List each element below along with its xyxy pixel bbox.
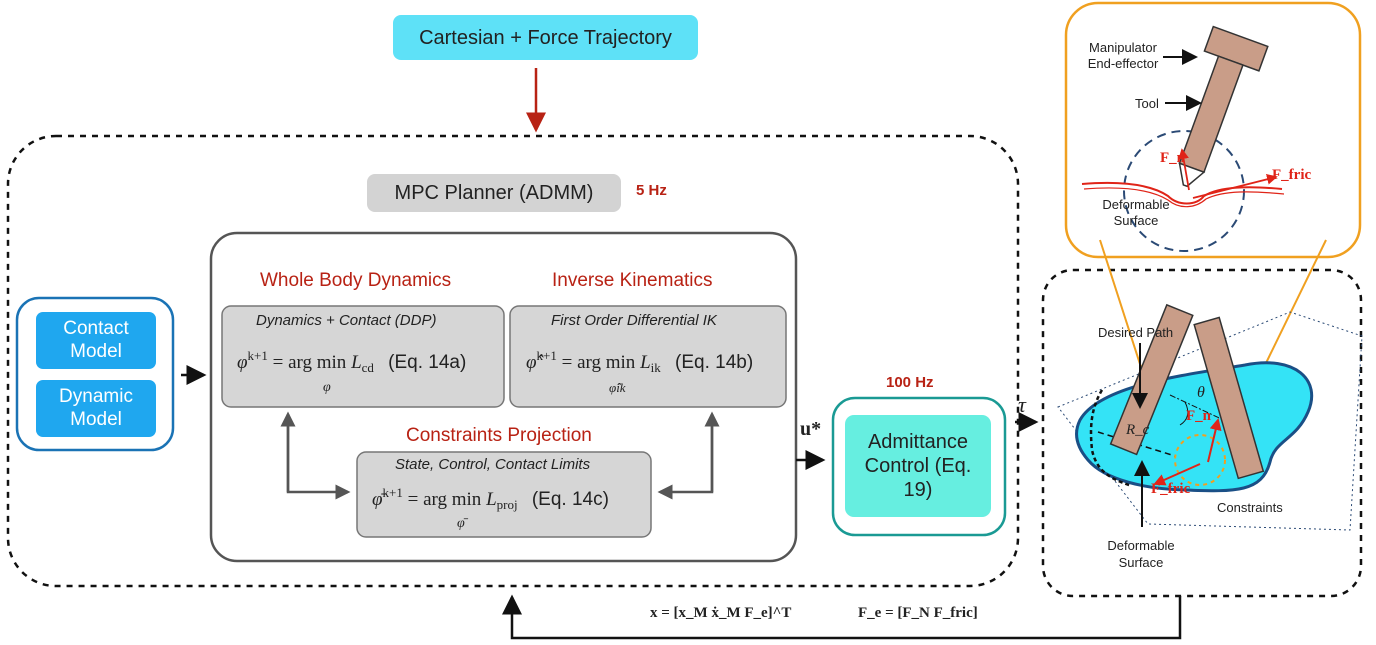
zoom-ffric-arrow	[1192, 173, 1278, 199]
admittance-label: Admittance Control (Eq. 19)	[864, 431, 972, 501]
wbd-title: Whole Body Dynamics	[260, 270, 452, 291]
scene-fn-label: F_n	[1186, 408, 1212, 424]
ik-equation: φ̂k+1 = arg min Lik (Eq. 14b)	[526, 348, 754, 375]
scene-ffric-arrow	[1153, 463, 1201, 486]
feedback-fe-eq: F_e = [F_N F_fric]	[858, 605, 978, 621]
ik-argmin: = arg min	[561, 352, 636, 373]
ik-cp-link	[657, 416, 714, 500]
wbd-sup: k+1	[247, 348, 268, 363]
cp-under: φ̄	[457, 516, 465, 531]
scene-theta-arc	[1179, 401, 1189, 426]
cp-sup: k+1	[382, 485, 403, 500]
wbd-loss: L	[351, 352, 362, 373]
planner-rate: 5 Hz	[636, 182, 667, 199]
wbd-lhs: φ	[237, 352, 248, 373]
wbd-eqnum: (Eq. 14a)	[388, 352, 467, 373]
ik-loss: L	[640, 352, 651, 373]
scene-constraints-label: Constraints	[1217, 500, 1283, 515]
ik-box	[509, 305, 787, 408]
cp-loss-sub: proj	[496, 497, 518, 512]
cp-eqnum: (Eq. 14c)	[531, 489, 609, 510]
wbd-loss-sub: cd	[361, 360, 374, 375]
system-boundary	[6, 134, 1020, 588]
contact-model-label: Contact Model	[63, 317, 129, 362]
cp-lhs: φ̄	[372, 489, 383, 510]
scene-theta-label: θ	[1197, 384, 1205, 401]
ik-title: Inverse Kinematics	[552, 270, 713, 291]
wbd-box	[221, 305, 505, 408]
wbd-under: φ	[323, 380, 331, 395]
dynamic-model-label: Dynamic Model	[59, 385, 133, 430]
scene-desired-path-label: Desired Path	[1098, 325, 1174, 340]
scene-tool	[1109, 303, 1265, 480]
feedback-loop	[502, 594, 1182, 640]
tau-label: τ	[1018, 392, 1026, 417]
scene-deformable-blob	[1074, 361, 1314, 493]
zoom-fn-arrow	[1178, 148, 1190, 191]
admittance-inner	[845, 415, 991, 517]
zoom-ffric-label: F_fric	[1272, 167, 1312, 183]
trajectory-box	[393, 15, 698, 60]
ik-subtitle: First Order Differential IK	[551, 312, 717, 329]
cp-box	[356, 451, 652, 538]
cp-title: Constraints Projection	[406, 425, 592, 446]
wbd-argmin: = arg min	[272, 352, 347, 373]
scene-surface-label: Deformable Surface	[1107, 538, 1175, 570]
scene-contact-circle	[1174, 434, 1226, 486]
cp-equation: φ̄k+1 = arg min Lproj (Eq. 14c)	[372, 485, 609, 512]
dynamic-model-box	[36, 380, 156, 437]
mpc-planner-box	[367, 174, 621, 212]
admittance-rate: 100 Hz	[886, 374, 934, 391]
ik-eqnum: (Eq. 14b)	[675, 352, 754, 373]
cp-argmin: = arg min	[407, 489, 482, 510]
zoom-tool-label: Tool	[1135, 96, 1159, 111]
cp-loss: L	[486, 489, 497, 510]
zoom-surface-label: Deformable Surface	[1102, 197, 1170, 229]
scene-ffric-label: F_fric	[1151, 481, 1191, 497]
ik-lhs: φ̂	[526, 352, 537, 373]
ik-sup: k+1	[536, 348, 557, 363]
scene-fn-arrow	[1207, 418, 1222, 463]
scene-box	[1041, 268, 1363, 598]
zoom-fn-label: F_n	[1160, 150, 1186, 166]
cp-subtitle: State, Control, Contact Limits	[395, 456, 591, 473]
zoom-surface-2	[1083, 187, 1285, 208]
zoom-tool	[1178, 25, 1269, 188]
u-star-label: u*	[800, 418, 822, 440]
scene-rc-label: R_c	[1126, 422, 1150, 438]
scene-desired-path	[1089, 389, 1133, 488]
wbd-subtitle: Dynamics + Contact (DDP)	[256, 312, 437, 329]
mpc-planner-label: MPC Planner (ADMM)	[394, 182, 594, 204]
ik-under: φ̂ik	[609, 380, 626, 395]
trajectory-label: Cartesian + Force Trajectory	[419, 26, 672, 49]
contact-model-box	[36, 312, 156, 369]
zoom-manip-label: Manipulator End-effector	[1087, 40, 1159, 72]
zoom-contact-circle	[1123, 130, 1245, 252]
ik-loss-sub: ik	[650, 360, 661, 375]
wbd-equation: φk+1 = arg min Lcd (Eq. 14a)	[237, 348, 467, 375]
wbd-cp-link	[286, 416, 351, 500]
feedback-x-eq: x = [x_M ẋ_M F_e]^T	[650, 605, 792, 621]
zoom-surface	[1081, 181, 1283, 205]
solver-container	[209, 231, 798, 563]
